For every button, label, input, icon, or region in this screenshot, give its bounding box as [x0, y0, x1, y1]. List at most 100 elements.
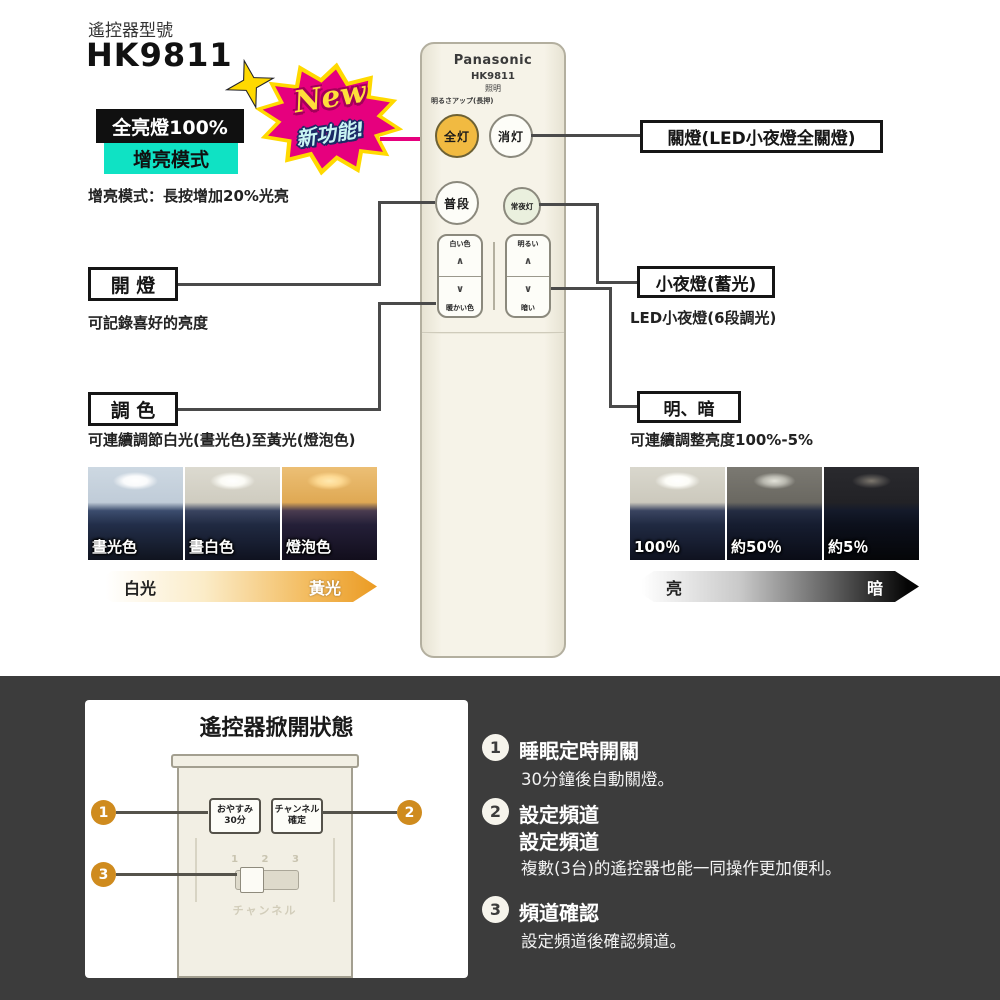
photo-label: 約50％ [731, 538, 782, 556]
feature-badge-boost-mode: 增亮模式 [104, 143, 238, 174]
color-scale-arrow: 白光 黃光 [88, 571, 377, 602]
brightness-scale-arrow: 亮 暗 [630, 571, 919, 602]
off-button: 消灯 [489, 114, 533, 158]
item-desc-sleep-timer: 30分鐘後自動關燈。 [521, 770, 674, 789]
item-title-channel-confirm: 頻道確認 [519, 901, 599, 925]
sleep-button-label-1: おやすみ [216, 804, 253, 815]
room-photo-100-percent: 100％ [630, 467, 725, 560]
channel-switch-knob [240, 867, 264, 893]
bottom-section: 遙控器掀開狀態 おやすみ 30分 チャンネル 確定 1 2 3 チャンネル [0, 676, 1000, 1000]
item-title-set-channel: 設定頻道 [519, 803, 599, 827]
all-on-button: 全灯 [435, 114, 479, 158]
cover-hinge-groove [333, 838, 335, 902]
color-rocker: 白い色 ∧ ∨ 暖かい色 [437, 234, 483, 318]
item-number-badge-3: 3 [482, 896, 509, 923]
feature-badge-full-brightness: 全亮燈100% [96, 109, 244, 143]
new-feature-badge: New 新功能! [228, 58, 404, 182]
item-number-badge-2: 2 [482, 798, 509, 825]
channel-confirm-button: チャンネル 確定 [271, 798, 323, 834]
sleep-button-label-2: 30分 [224, 816, 246, 826]
connector-line [378, 302, 381, 411]
channel-button-label-2: 確定 [287, 816, 306, 826]
normal-button: 普段 [435, 181, 479, 225]
sleep-timer-button: おやすみ 30分 [209, 798, 261, 834]
channel-switch-label: チャンネル [232, 904, 298, 917]
channel-switch-slot [235, 867, 299, 893]
cover-hinge-groove [195, 838, 197, 902]
on-description: 可記錄喜好的亮度 [88, 314, 209, 332]
remote-cover-seam [422, 332, 564, 334]
scale-label-dark: 暗 [866, 578, 883, 598]
remote-open-body: おやすみ 30分 チャンネル 確定 1 2 3 チャンネル [177, 766, 353, 978]
connector-line [177, 408, 378, 411]
brightness-up-hint: 明るさアップ(長押) [431, 97, 494, 105]
remote-model: HK9811 [471, 71, 515, 82]
model-number: HK9811 [86, 36, 233, 74]
brightness-rocker: 明るい ∧ ∨ 暗い [505, 234, 551, 318]
item-desc-channel-confirm: 設定頻道後確認頻道。 [521, 932, 686, 951]
connector-line [539, 203, 599, 206]
scale-label-white-light: 白光 [124, 578, 157, 598]
connector-line [551, 287, 612, 290]
connector-line [378, 201, 435, 204]
scale-label-yellow-light: 黃光 [308, 578, 341, 598]
room-photo-daywhite-color: 晝白色 [185, 467, 280, 560]
connector-line [378, 201, 381, 286]
item-desc-set-channel: 複數(3台)的遙控器也能一同操作更加便利。 [521, 859, 842, 878]
callout-number-badge-2: 2 [397, 800, 422, 825]
callout-number-badge-3: 3 [91, 862, 116, 887]
new-badge-connector-line [380, 137, 436, 141]
remote-control-illustration: Panasonic HK9811 照明 明るさアップ(長押) 全灯 消灯 普段 … [420, 42, 566, 658]
model-type-label: 遙控器型號 [88, 21, 173, 41]
chevron-down-icon: ∨ [455, 283, 465, 295]
photo-label: 100％ [634, 538, 681, 556]
rocker-color-bottom-label: 暖かい色 [446, 304, 474, 312]
remote-open-panel: 遙控器掀開狀態 おやすみ 30分 チャンネル 確定 1 2 3 チャンネル [85, 700, 468, 978]
brightness-description: 可連續調整亮度100%-5% [630, 431, 814, 449]
item-title-set-channel-2: 設定頻道 [519, 830, 599, 854]
rocker-bright-top-label: 明るい [517, 240, 539, 248]
callout-box-night-light: 小夜燈(蓄光) [637, 266, 775, 298]
photo-label: 約5％ [828, 538, 869, 556]
room-photo-5-percent: 約5％ [824, 467, 919, 560]
connector-line [596, 281, 637, 284]
connector-line [116, 811, 208, 814]
room-photo-50-percent: 約50％ [727, 467, 822, 560]
item-number-badge-1: 1 [482, 734, 509, 761]
callout-box-off: 關燈(LED小夜燈全關燈) [640, 120, 883, 153]
photo-label: 燈泡色 [286, 538, 332, 556]
panel-title: 遙控器掀開狀態 [199, 716, 354, 741]
connector-line [596, 203, 599, 284]
remote-brand: Panasonic [453, 53, 533, 68]
night-light-button: 常夜灯 [503, 187, 541, 225]
connector-line [321, 811, 397, 814]
channel-button-label-1: チャンネル [274, 804, 320, 815]
connector-line [531, 134, 640, 137]
chevron-up-icon: ∧ [455, 256, 465, 268]
connector-line [378, 302, 436, 305]
photo-label: 晝白色 [189, 538, 235, 556]
rocker-color-top-label: 白い色 [449, 240, 471, 248]
item-title-sleep-timer: 睡眠定時開關 [519, 739, 639, 763]
photo-label: 晝光色 [92, 538, 138, 556]
connector-line [177, 283, 378, 286]
color-photo-strip: 晝光色 晝白色 燈泡色 [88, 467, 377, 560]
brightness-photo-strip: 100％ 約50％ 約5％ [630, 467, 919, 560]
callout-box-on: 開 燈 [88, 267, 178, 301]
channel-switch-numbers: 1 2 3 [231, 854, 309, 865]
callout-box-color: 調 色 [88, 392, 178, 426]
room-photo-bulb-color: 燈泡色 [282, 467, 377, 560]
boost-mode-note: 增亮模式：長按增加20%光亮 [88, 187, 289, 205]
callout-box-brightness: 明、暗 [637, 391, 741, 423]
room-photo-daylight-color: 晝光色 [88, 467, 183, 560]
callout-number-badge-1: 1 [91, 800, 116, 825]
rocker-divider [507, 275, 549, 277]
rocker-divider [439, 275, 481, 277]
connector-line [609, 405, 637, 408]
connector-line [116, 873, 237, 876]
night-light-description: LED小夜燈(6段調光) [630, 309, 777, 327]
scale-label-bright: 亮 [666, 578, 683, 598]
rocker-separator-line [493, 242, 495, 310]
remote-category: 照明 [485, 84, 501, 93]
